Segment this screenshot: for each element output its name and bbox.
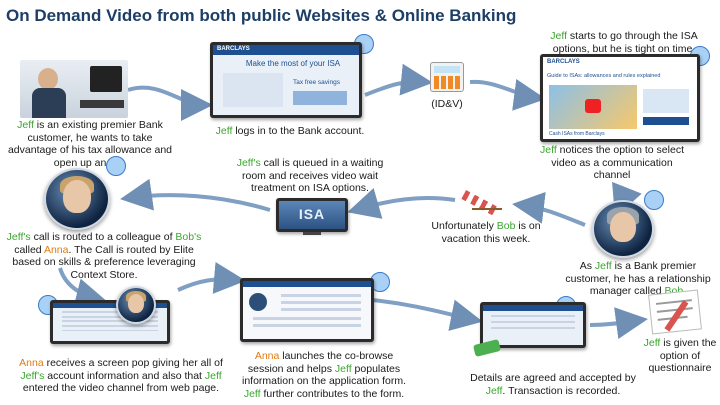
page-title: On Demand Video from both public Website… (6, 6, 517, 25)
arrow-11-12 (589, 307, 648, 340)
deck-chair-icon (461, 186, 506, 217)
questionnaire-icon (648, 289, 702, 335)
isa-heading: Guide to ISAs: allowances and rules expl… (547, 73, 661, 79)
bank-banner: Make the most of your ISA (245, 59, 341, 68)
step-8-caption: Jeff's call is routed to a colleague of … (6, 231, 202, 281)
step-5-badge (644, 190, 664, 210)
bank-sub: Tax free savings (293, 79, 340, 86)
arrow-9-10 (177, 261, 246, 294)
step-7-caption: Jeff's call is queued in a waiting room … (236, 157, 384, 194)
isa-guide-monitor: BARCLAYS Guide to ISAs: allowances and r… (540, 54, 700, 142)
step-11-caption: Details are agreed and accepted by Jeff.… (470, 372, 636, 397)
step-10-caption: Anna launches the co-browse session and … (241, 350, 406, 400)
isa-logo: BARCLAYS (547, 59, 580, 65)
wait-screen-label: ISA (298, 206, 326, 222)
step-4-caption: Jeff notices the option to select video … (540, 144, 684, 181)
video-thumbnail (549, 85, 637, 129)
arrow-7-8 (120, 178, 271, 212)
waiting-room-screen: ISA (276, 198, 348, 232)
idv-calculator-icon (430, 62, 464, 92)
cobrowse-form-monitor (240, 278, 374, 342)
bank-logo: BARCLAYS (217, 46, 250, 52)
step-6-caption: Unfortunately Bob is on vacation this we… (431, 220, 541, 245)
step-12-caption: Jeff is given the option of questionnair… (643, 337, 717, 374)
step-9-caption: Anna receives a screen pop giving her al… (19, 357, 223, 394)
bank-login-monitor: BARCLAYS Make the most of your ISA Tax f… (210, 42, 362, 118)
step-2-caption: Jeff logs in to the Bank account. (215, 125, 365, 137)
arrow-1-2 (127, 85, 213, 121)
arrow-idv-3 (469, 79, 546, 111)
step-1-caption: Jeff is an existing premier Bank custome… (7, 119, 173, 169)
arrow-5-6 (512, 191, 586, 227)
customer-photo (20, 60, 128, 118)
arrow-6-7 (347, 188, 456, 219)
arrow-8-9 (58, 267, 108, 310)
arrow-2-idv (364, 63, 433, 97)
anna-avatar (44, 168, 110, 230)
step-8-badge (106, 156, 126, 176)
idv-caption: (ID&V) (431, 98, 463, 110)
anna-video-avatar (116, 286, 156, 324)
step-3-caption: Jeff starts to go through the ISA option… (550, 30, 698, 55)
manager-avatar (592, 200, 654, 258)
video-caption: Cash ISAs from Barclays (549, 131, 605, 137)
arrow-10-11 (371, 298, 483, 331)
